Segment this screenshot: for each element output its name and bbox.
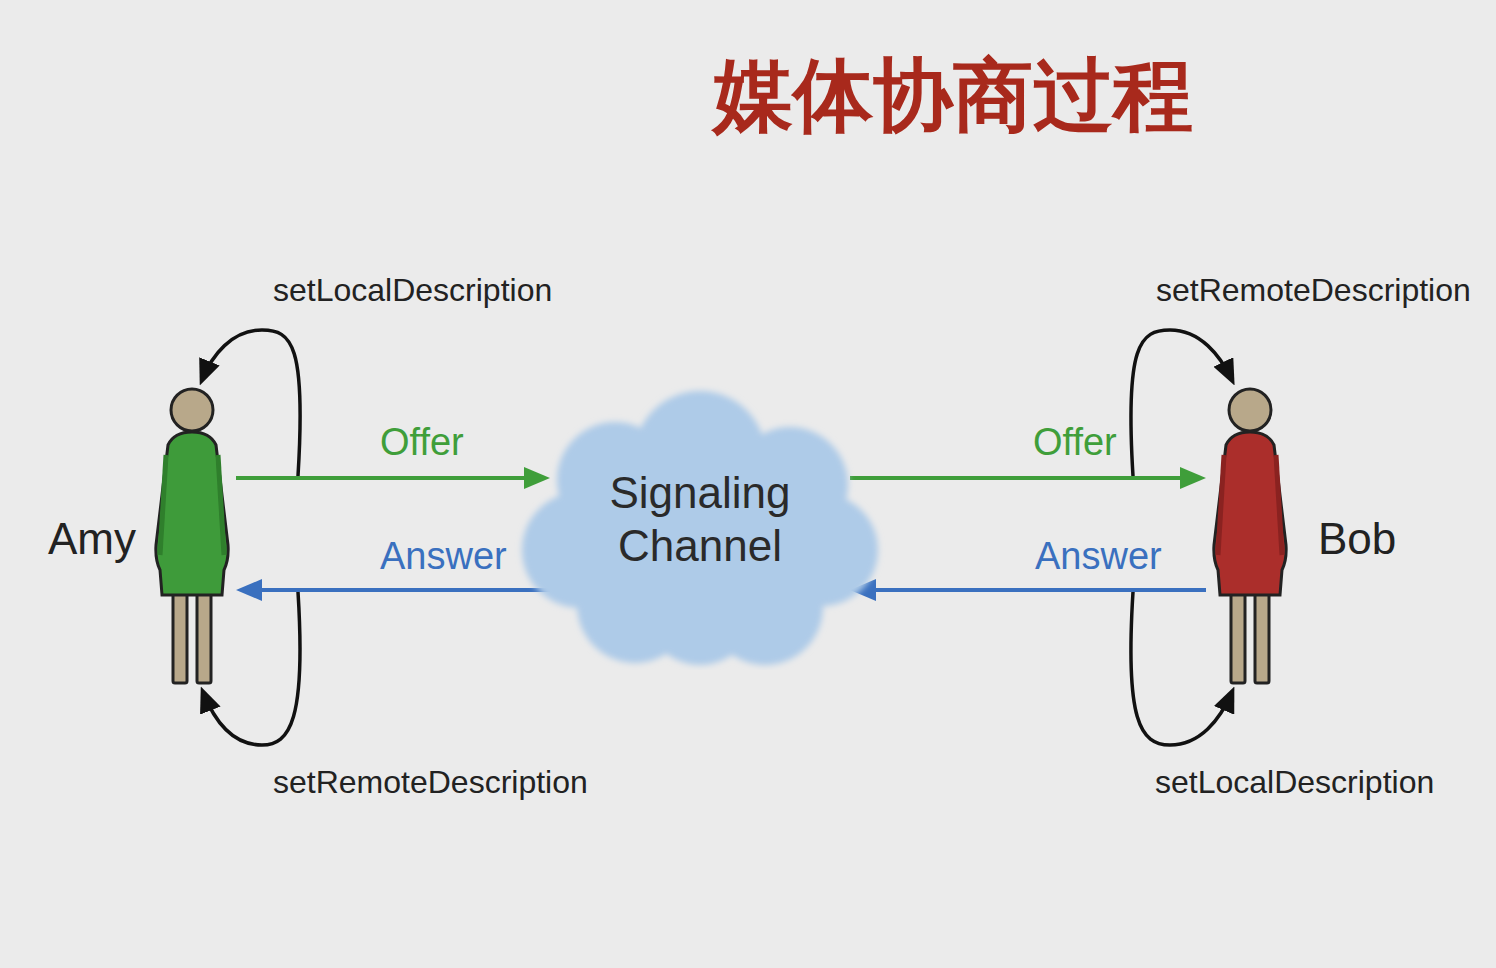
person-figure: [1210, 385, 1290, 690]
signal-arrow: [850, 476, 1186, 480]
signal-arrow: [256, 588, 550, 592]
signal-arrow: [236, 476, 530, 480]
person-node: Bob: [1206, 385, 1402, 690]
loop-arrows: [202, 330, 1232, 745]
loop-arrow: [1131, 330, 1232, 476]
person-name: Bob: [1318, 513, 1396, 566]
loop-arrow: [1131, 592, 1232, 745]
loop-arrow: [203, 592, 300, 745]
signal-arrow: [870, 588, 1206, 592]
person-name: Amy: [48, 513, 136, 566]
cloud-node: Signaling Channel: [510, 385, 890, 670]
cloud-label: Signaling Channel: [600, 467, 800, 573]
person-figure: [152, 385, 232, 690]
person-node: Amy: [40, 385, 236, 690]
